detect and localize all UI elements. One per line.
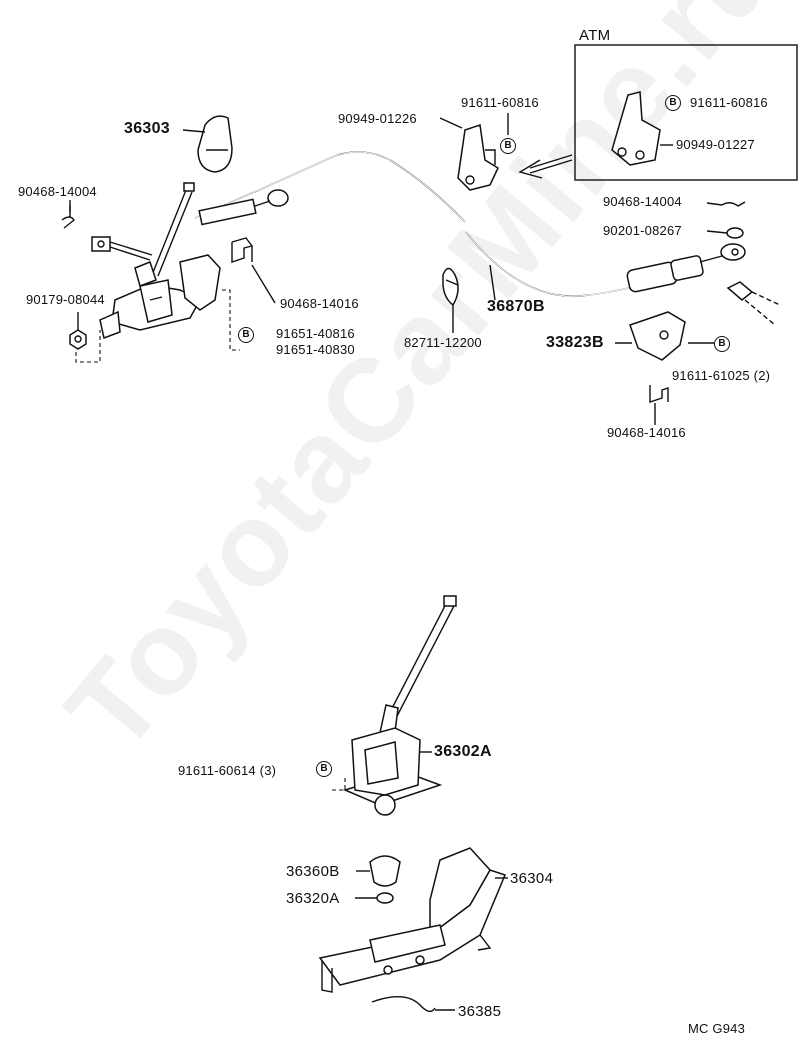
- label-90201-08267: 90201-08267: [603, 223, 682, 238]
- label-82711-12200: 82711-12200: [404, 335, 482, 350]
- clip-right-lower: [649, 385, 669, 403]
- clip-left: [61, 205, 75, 229]
- label-91611-60614: 91611-60614 (3): [178, 763, 277, 778]
- label-90468-14016-right: 90468-14016: [607, 425, 686, 440]
- clip-right: [721, 201, 746, 207]
- label-91611-60816-top: 91611-60816: [461, 95, 539, 110]
- cable-bracket-lower: [629, 311, 686, 361]
- label-90949-01226: 90949-01226: [338, 111, 417, 126]
- control-cable-lower: [465, 231, 746, 297]
- leader-lines: [69, 113, 728, 1011]
- washer-lower: [376, 892, 394, 904]
- label-90468-14004-left: 90468-14004: [18, 184, 97, 199]
- atm-inset-box: [574, 44, 798, 181]
- label-36360B: 36360B: [286, 863, 340, 880]
- label-91651-40816: 91651-40816: [276, 326, 355, 341]
- washer-right: [726, 227, 744, 239]
- label-36320A: 36320A: [286, 890, 340, 907]
- label-36302A: 36302A: [434, 743, 492, 760]
- shift-lever-assembly: [342, 595, 457, 816]
- label-91611-60816-atm: 91611-60816: [690, 95, 768, 110]
- label-90468-14004-right: 90468-14004: [603, 194, 682, 209]
- bolt-symbol-icon: B: [500, 138, 516, 154]
- label-36870B: 36870B: [487, 298, 545, 315]
- clip-mid: [231, 237, 253, 263]
- cable-bracket-top: [457, 124, 499, 191]
- nut-left: [69, 329, 87, 350]
- label-90949-01227: 90949-01227: [676, 137, 755, 152]
- lever-retainer: [318, 847, 507, 993]
- label-91651-40830: 91651-40830: [276, 342, 355, 357]
- bolt-symbol-icon: B: [665, 95, 681, 111]
- bolt-symbol-icon: B: [238, 327, 254, 343]
- bolt-symbol-icon: B: [316, 761, 332, 777]
- retaining-spring: [371, 996, 436, 1013]
- label-33823B: 33823B: [546, 334, 604, 351]
- label-36385: 36385: [458, 1003, 502, 1020]
- grommet: [442, 267, 459, 307]
- upper-shift-lever: [99, 182, 221, 340]
- connector-left: [91, 236, 153, 261]
- atm-arrow: [518, 154, 573, 179]
- label-36303: 36303: [124, 120, 170, 137]
- label-91611-61025: 91611-61025 (2): [672, 368, 771, 383]
- atm-box-title: ATM: [579, 27, 611, 44]
- label-90179-08044: 90179-08044: [26, 292, 105, 307]
- cable-bracket-atm: [611, 91, 661, 166]
- shift-knob: [197, 115, 233, 173]
- bushing: [369, 855, 401, 887]
- label-90468-14016-mid: 90468-14016: [280, 296, 359, 311]
- bolt-symbol-icon: B: [714, 336, 730, 352]
- control-cable-upper: [194, 151, 466, 226]
- label-36304: 36304: [510, 870, 554, 887]
- figure-code: MC G943: [688, 1021, 746, 1036]
- transmission-lever-stub: [726, 281, 781, 326]
